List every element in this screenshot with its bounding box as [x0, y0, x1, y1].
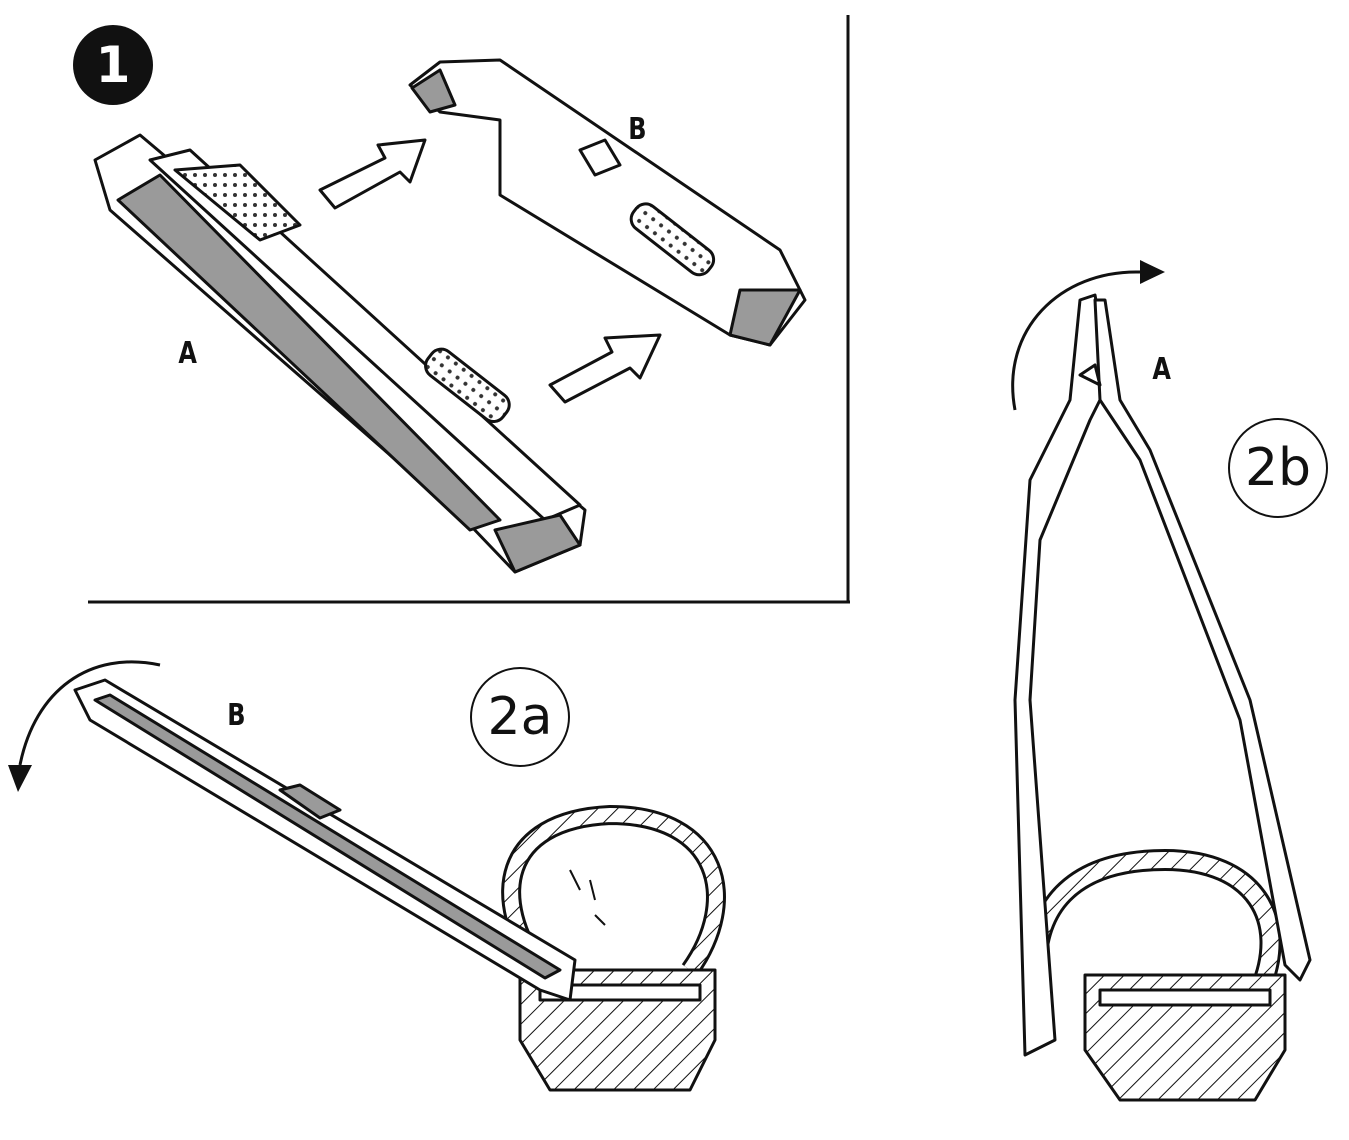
step2b-rim-section [1025, 849, 1287, 1102]
label-b: B [628, 112, 647, 147]
step1-frame [88, 15, 850, 604]
label-a: A [178, 336, 197, 371]
label-b-step2a: B [227, 698, 246, 733]
step-1-badge: 1 [73, 25, 153, 105]
step-2a-badge: 2a [470, 667, 570, 767]
rotate-arrow-icon [18, 660, 161, 766]
tire-lever-b-in-use [73, 678, 577, 1002]
tire-lever-a-assembled [93, 133, 587, 574]
label-a-step2b: A [1152, 352, 1171, 387]
impact-lines [569, 869, 606, 926]
rotate-arrow-icon [1011, 270, 1141, 411]
arrow-icon [318, 138, 662, 404]
tire-lever-b [408, 58, 807, 347]
tire-lever-a-in-use [1013, 293, 1312, 1057]
step-2b-badge: 2b [1228, 418, 1328, 518]
